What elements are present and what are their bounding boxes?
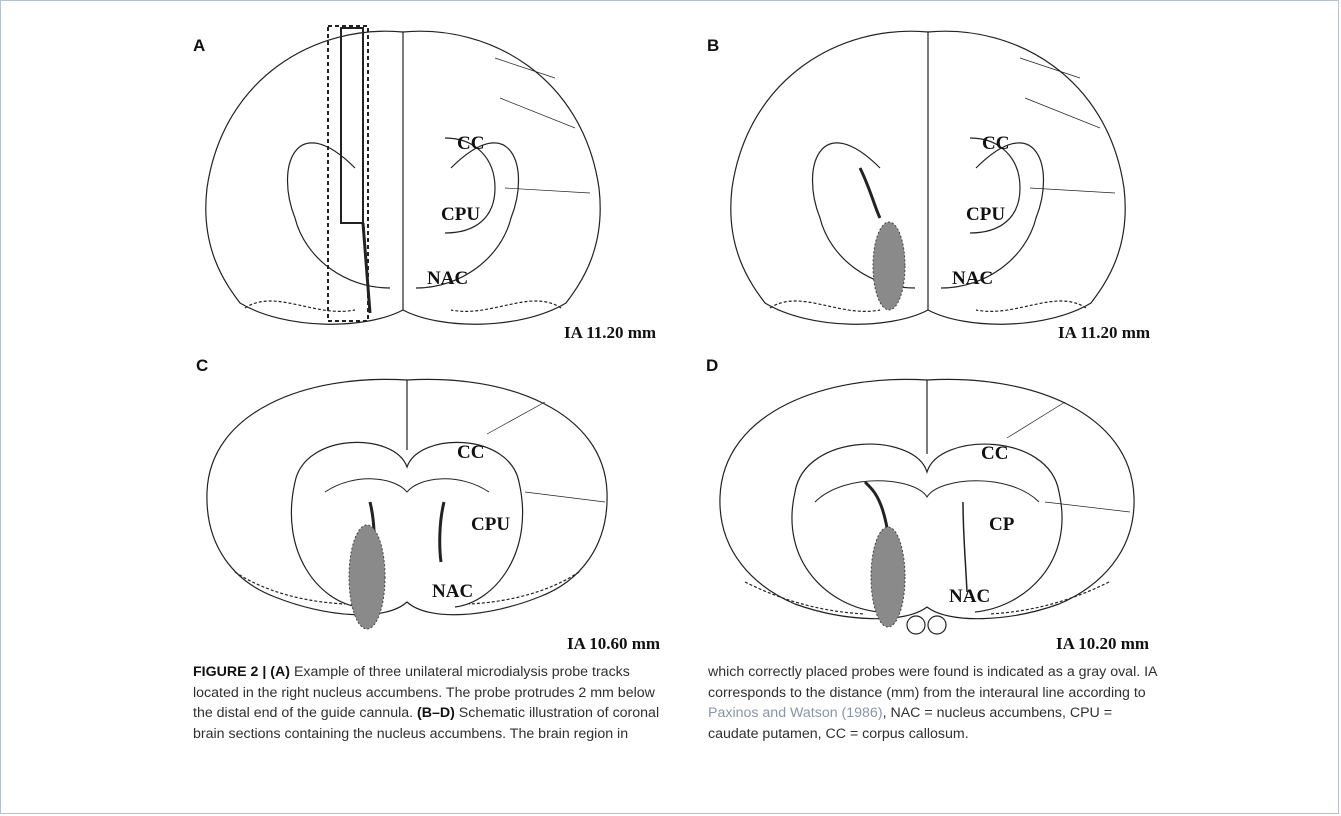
caption-part-bd-text: Schematic illustration of coronal brain … [193, 705, 660, 742]
caption-part-bd-label: (B–D) [417, 705, 455, 722]
brain-section-c: CC CPU NAC [206, 378, 608, 630]
caption-part-a-text: Example of three unilateral microdialysi… [193, 664, 655, 722]
placement-oval-b [872, 221, 906, 311]
region-label-cpu-a: CPU [441, 204, 480, 225]
caption-col2-text: which correctly placed probes were found… [708, 664, 1157, 701]
placement-oval-d [870, 526, 906, 628]
panel-letter-c: C [196, 356, 209, 375]
brain-section-a: CC CPU NAC [205, 25, 601, 325]
ia-label-a: IA 11.20 mm [564, 323, 657, 342]
panel-letter-a: A [193, 36, 206, 55]
placement-oval-c [348, 524, 386, 630]
region-label-nac-d: NAC [949, 586, 990, 607]
region-label-nac-c: NAC [432, 581, 473, 602]
caption-part-a-label: (A) [270, 664, 290, 680]
region-label-cc-a: CC [457, 133, 484, 154]
ia-label-d: IA 10.20 mm [1056, 634, 1150, 653]
region-label-cp-d: CP [989, 514, 1015, 535]
region-label-cpu-b: CPU [966, 204, 1005, 225]
panel-letter-b: B [707, 36, 720, 55]
caption-column-left: FIGURE 2 | (A) Example of three unilater… [193, 662, 669, 744]
ia-label-c: IA 10.60 mm [567, 634, 661, 653]
caption-col2-tail: , NAC = nucleus accumbens, CPU = caudate… [708, 705, 1113, 742]
figure-label: FIGURE 2 | [193, 664, 271, 680]
region-label-cc-c: CC [457, 442, 484, 463]
ia-label-b: IA 11.20 mm [1058, 323, 1151, 342]
region-label-nac-b: NAC [952, 268, 993, 289]
region-label-cpu-c: CPU [471, 514, 510, 535]
region-label-nac-a: NAC [427, 268, 468, 289]
panel-letter-d: D [706, 356, 719, 375]
region-label-cc-d: CC [981, 443, 1008, 464]
region-label-cc-b: CC [982, 133, 1009, 154]
brain-section-d: CC CP NAC [719, 378, 1135, 635]
caption-column-right: which correctly placed probes were found… [708, 662, 1164, 744]
brain-section-b: CC CPU NAC [730, 30, 1126, 325]
citation-link[interactable]: Paxinos and Watson (1986) [708, 705, 883, 722]
